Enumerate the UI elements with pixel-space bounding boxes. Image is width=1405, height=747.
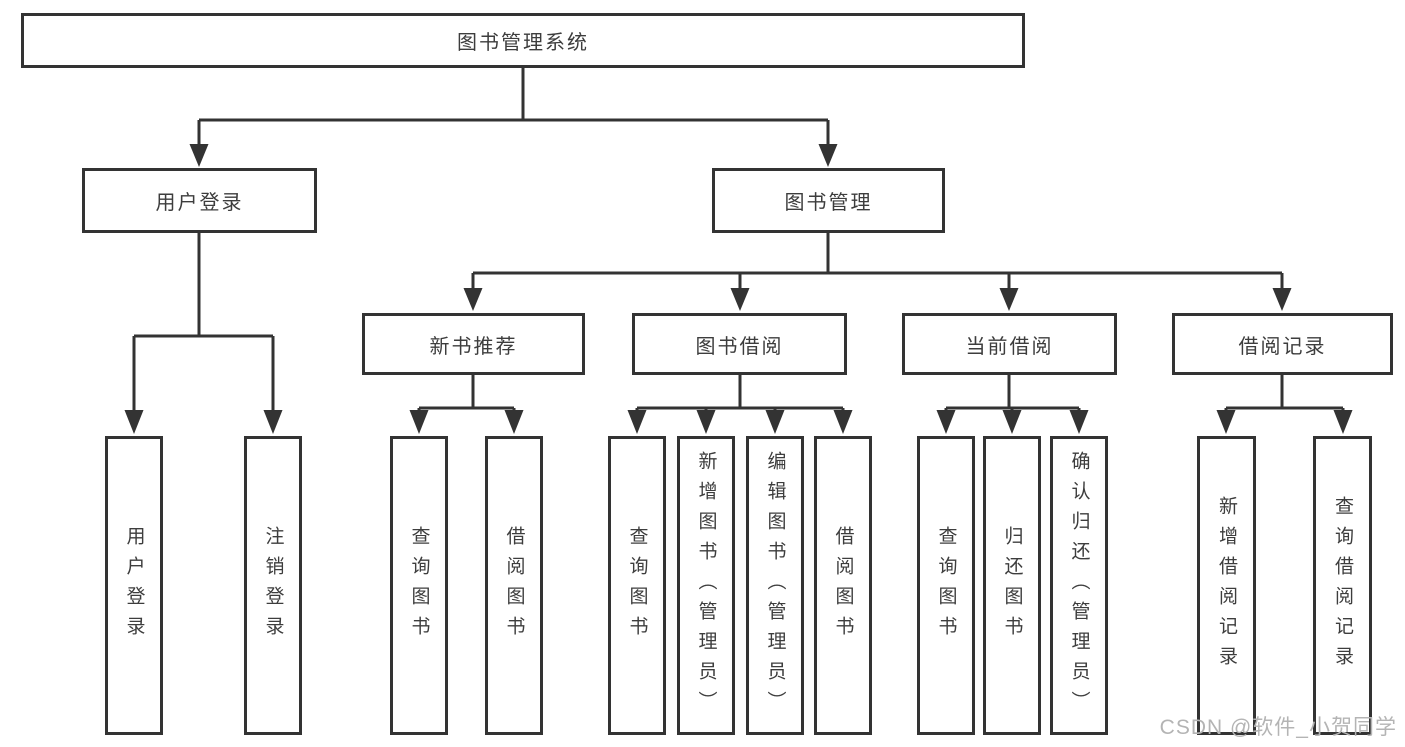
node-book-management: 图书管理: [712, 168, 945, 233]
connector-user-login-children: [124, 233, 283, 434]
connector-current-borrow-children: [936, 375, 1089, 434]
csdn-watermark: CSDN @软件_小贺同学: [1159, 716, 1397, 739]
connector-book-management-children: [463, 233, 1292, 311]
leaf-add-book-admin: 新增图书（管理员）: [677, 436, 735, 735]
leaf-user-login: 用户登录: [105, 436, 163, 735]
node-new-book-recommendation: 新书推荐: [362, 313, 585, 375]
leaf-confirm-return-admin: 确认归还（管理员）: [1050, 436, 1108, 735]
node-current-borrowing: 当前借阅: [902, 313, 1117, 375]
leaf-query-books-recommend: 查询图书: [390, 436, 448, 735]
node-book-borrowing: 图书借阅: [632, 313, 847, 375]
leaf-query-borrow-record: 查询借阅记录: [1313, 436, 1372, 735]
leaf-add-borrow-record: 新增借阅记录: [1197, 436, 1256, 735]
leaf-query-books-borrow: 查询图书: [608, 436, 666, 735]
leaf-borrow-books: 借阅图书: [814, 436, 872, 735]
leaf-logout-login: 注销登录: [244, 436, 302, 735]
node-library-management-system: 图书管理系统: [21, 13, 1025, 68]
leaf-borrow-books-recommend: 借阅图书: [485, 436, 543, 735]
connector-borrow-records-children: [1216, 375, 1353, 434]
leaf-return-books: 归还图书: [983, 436, 1041, 735]
node-user-login: 用户登录: [82, 168, 317, 233]
node-borrowing-records: 借阅记录: [1172, 313, 1393, 375]
connector-book-borrow-children: [627, 375, 853, 434]
leaf-query-books-current: 查询图书: [917, 436, 975, 735]
connector-new-book-children: [409, 375, 524, 434]
leaf-edit-book-admin: 编辑图书（管理员）: [746, 436, 804, 735]
connector-root-to-level2: [189, 68, 838, 167]
